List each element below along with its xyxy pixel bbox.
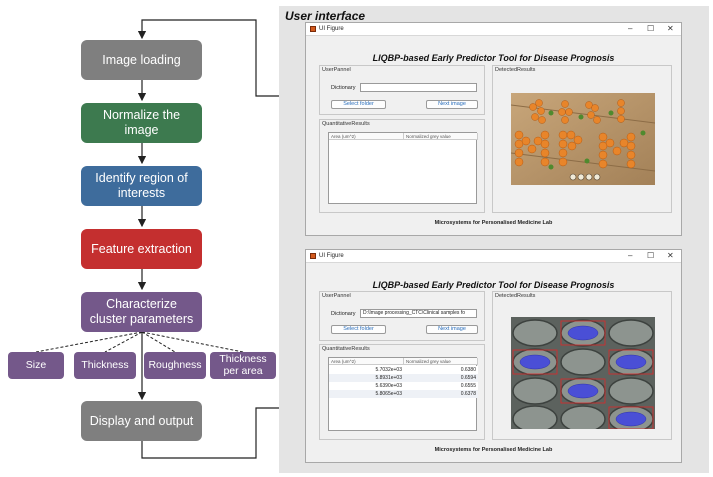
param-label: Size xyxy=(25,358,47,371)
window-title: UI Figure xyxy=(319,26,344,32)
maximize-button[interactable]: ☐ xyxy=(647,24,655,33)
step-label: Feature extraction xyxy=(91,241,192,256)
cell-grey: 0.6380 xyxy=(460,367,476,373)
param-roughness: Roughness xyxy=(144,352,206,379)
panel-label: UserPannel xyxy=(322,293,351,299)
results-table[interactable]: Area (um^2) Normalized grey value xyxy=(328,132,478,204)
maximize-button[interactable]: ☐ xyxy=(647,251,655,260)
panel-label: DetectedResults xyxy=(495,293,536,299)
window-title: UI Figure xyxy=(319,253,344,259)
cell-grey: 0.6555 xyxy=(460,383,476,389)
step-image-loading: Image loading xyxy=(81,40,202,80)
column-header-area[interactable]: Area (um^2) xyxy=(329,133,404,140)
panel-label: QuantitativeResults xyxy=(322,346,370,352)
minimize-button[interactable]: – xyxy=(628,24,633,33)
matlab-icon xyxy=(310,253,316,259)
app-title: LIQBP-based Early Predictor Tool for Dis… xyxy=(372,280,615,290)
dash-size xyxy=(35,331,143,353)
dash-thickness-area xyxy=(141,331,244,353)
column-header-grey[interactable]: Normalized grey value xyxy=(404,133,478,140)
cell-area: 5.8931e+03 xyxy=(375,375,402,381)
step-display-output: Display and output xyxy=(81,401,202,441)
user-panel: UserPannel Dictionary Select folder Next… xyxy=(319,65,485,115)
detected-results-panel: DetectedResults xyxy=(492,65,672,213)
link-to-ui-1 xyxy=(137,19,305,97)
param-label: Roughness xyxy=(148,358,202,371)
step-label: Identify region of interests xyxy=(95,171,188,200)
cell-area: 5.8065e+03 xyxy=(375,391,402,397)
detected-results-panel: DetectedResults xyxy=(492,291,672,440)
param-thickness: Thickness xyxy=(74,352,136,379)
lab-footer: Microsystems for Personalised Medicine L… xyxy=(434,220,553,226)
step-feature-extraction: Feature extraction xyxy=(81,229,202,269)
title-bar: UI Figure – ☐ ✕ xyxy=(306,23,681,36)
user-panel: UserPannel Dictionary D:\Image processin… xyxy=(319,291,485,341)
table-row[interactable]: 5.6390e+03 0.6555 xyxy=(329,382,478,390)
ui-window-2: UI Figure – ☐ ✕ LIQBP-based Early Predic… xyxy=(305,249,682,463)
dictionary-label: Dictionary xyxy=(331,85,356,91)
step-characterize: Characterize cluster parameters xyxy=(81,292,202,332)
title-bar: UI Figure – ☐ ✕ xyxy=(306,250,681,263)
panel-label: QuantitativeResults xyxy=(322,121,370,127)
dictionary-label: Dictionary xyxy=(331,311,356,317)
panel-label: UserPannel xyxy=(322,67,351,73)
step-label: Characterize cluster parameters xyxy=(89,297,194,326)
results-table[interactable]: Area (um^2) Normalized grey value 5.7032… xyxy=(328,357,478,431)
column-header-grey[interactable]: Normalized grey value xyxy=(404,358,478,365)
step-label: Normalize the image xyxy=(102,108,181,137)
select-folder-button[interactable]: Select folder xyxy=(331,325,386,334)
cell-area: 5.7032e+03 xyxy=(375,367,402,373)
ui-window-1: UI Figure – ☐ ✕ LIQBP-based Early Predic… xyxy=(305,22,682,236)
app-title: LIQBP-based Early Predictor Tool for Dis… xyxy=(372,53,615,63)
param-label: Thickness per area xyxy=(219,352,267,377)
quantitative-results-panel: QuantitativeResults Area (um^2) Normaliz… xyxy=(319,119,485,213)
next-image-button[interactable]: Next image xyxy=(426,100,478,109)
table-row[interactable]: 5.7032e+03 0.6380 xyxy=(329,366,478,374)
step-label: Display and output xyxy=(89,413,194,428)
cell-grey: 0.6378 xyxy=(460,391,476,397)
detected-image-food-letters xyxy=(511,93,655,185)
lab-footer: Microsystems for Personalised Medicine L… xyxy=(434,447,553,453)
link-to-ui-2 xyxy=(141,403,305,459)
param-label: Thickness xyxy=(81,358,129,371)
close-button[interactable]: ✕ xyxy=(667,251,674,260)
dictionary-input[interactable]: D:\Image processing_CTC\Clinical samples… xyxy=(360,309,477,318)
dictionary-input[interactable] xyxy=(360,83,477,92)
select-folder-button[interactable]: Select folder xyxy=(331,100,386,109)
next-image-button[interactable]: Next image xyxy=(426,325,478,334)
table-row[interactable]: 5.8065e+03 0.6378 xyxy=(329,390,478,398)
matlab-icon xyxy=(310,26,316,32)
ui-section-title: User interface xyxy=(285,9,366,23)
close-button[interactable]: ✕ xyxy=(667,24,674,33)
param-thickness-per-area: Thickness per area xyxy=(210,352,276,379)
step-identify-roi: Identify region of interests xyxy=(81,166,202,206)
column-header-area[interactable]: Area (um^2) xyxy=(329,358,404,365)
step-label: Image loading xyxy=(102,52,181,67)
cell-area: 5.6390e+03 xyxy=(375,383,402,389)
dash-roughness xyxy=(141,331,176,353)
quantitative-results-panel: QuantitativeResults Area (um^2) Normaliz… xyxy=(319,344,485,440)
param-size: Size xyxy=(8,352,64,379)
panel-label: DetectedResults xyxy=(495,67,536,73)
step-normalize: Normalize the image xyxy=(81,103,202,143)
cell-grey: 0.6594 xyxy=(460,375,476,381)
detected-image-microwells xyxy=(511,317,655,429)
minimize-button[interactable]: – xyxy=(628,251,633,260)
table-row[interactable]: 5.8931e+03 0.6594 xyxy=(329,374,478,382)
dash-thickness xyxy=(104,331,143,353)
